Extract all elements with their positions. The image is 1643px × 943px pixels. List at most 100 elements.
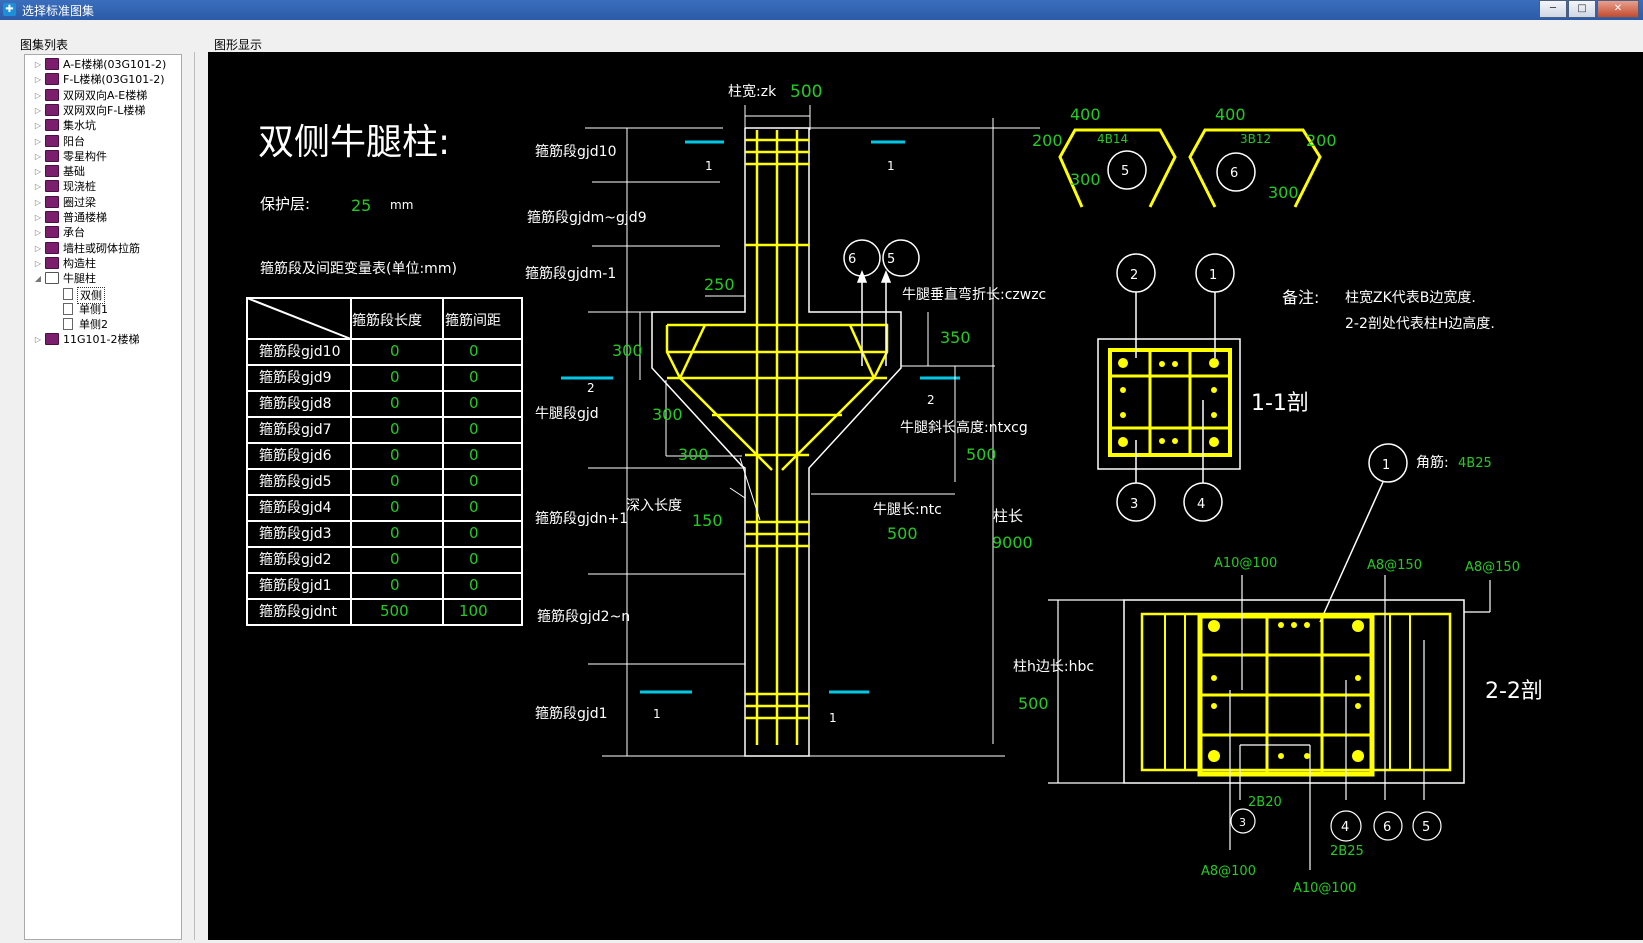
collapsed-arrow-icon[interactable]: ▷ bbox=[34, 105, 42, 115]
collapsed-arrow-icon[interactable]: ▷ bbox=[34, 167, 42, 177]
book-icon bbox=[45, 226, 59, 239]
dim-350: 350 bbox=[940, 328, 971, 347]
table-row-length: 0 bbox=[390, 576, 400, 594]
tree-item-label: 集水坑 bbox=[63, 119, 96, 133]
rebar-a8-150-b: A8@150 bbox=[1465, 560, 1520, 575]
document-icon bbox=[63, 287, 73, 300]
close-button[interactable]: ✕ bbox=[1597, 0, 1639, 18]
tree-item-label: 现浇桩 bbox=[63, 180, 96, 194]
collapsed-arrow-icon[interactable]: ▷ bbox=[34, 182, 42, 192]
seg-nt-gjd: 牛腿段gjd bbox=[535, 406, 599, 422]
collapsed-arrow-icon[interactable]: ▷ bbox=[34, 90, 42, 100]
collapsed-arrow-icon[interactable]: ▷ bbox=[34, 75, 42, 85]
book-icon bbox=[45, 103, 59, 116]
rebar-2b20: 2B20 bbox=[1248, 795, 1282, 810]
maximize-button[interactable]: □ bbox=[1568, 0, 1596, 18]
tree-item-label: 双网双向A-E楼梯 bbox=[63, 88, 148, 102]
dim-150: 150 bbox=[692, 511, 723, 530]
book-icon bbox=[45, 73, 59, 86]
hook-shapes bbox=[1058, 128, 1322, 208]
hook-right-top: 400 bbox=[1215, 105, 1246, 124]
bubbles-65 bbox=[843, 239, 920, 366]
expanded-arrow-icon[interactable]: ◢ bbox=[34, 274, 42, 284]
collapsed-arrow-icon[interactable]: ▷ bbox=[34, 197, 42, 207]
book-icon bbox=[45, 180, 59, 193]
s22-bubble-6: 6 bbox=[1383, 820, 1391, 835]
tree-item-label: 牛腿柱 bbox=[63, 272, 96, 286]
collapsed-arrow-icon[interactable]: ▷ bbox=[34, 335, 42, 345]
collapsed-arrow-icon[interactable]: ▷ bbox=[34, 151, 42, 161]
header-spacing: 箍筋间距 bbox=[445, 312, 501, 329]
corner-bar-bubble bbox=[1368, 443, 1408, 483]
table-row-spacing: 0 bbox=[469, 576, 479, 594]
bubble-6-text: 6 bbox=[848, 252, 856, 267]
table-title: 箍筋段及间距变量表(单位:mm) bbox=[260, 260, 457, 277]
tree-item-label: 承台 bbox=[63, 226, 85, 240]
collapsed-arrow-icon[interactable]: ▷ bbox=[34, 243, 42, 253]
ntc-value: 500 bbox=[887, 524, 918, 543]
table-row-name: 箍筋段gjd8 bbox=[259, 395, 332, 412]
table-row-length: 500 bbox=[380, 602, 409, 620]
seg-gjd1: 箍筋段gjd1 bbox=[535, 705, 608, 722]
table-row-spacing: 0 bbox=[469, 550, 479, 568]
tree-item-label: 双侧 bbox=[77, 286, 105, 304]
left-dimensions bbox=[585, 127, 1005, 757]
tree-item-label: F-L楼梯(03G101-2) bbox=[63, 73, 165, 87]
table-row-spacing: 0 bbox=[469, 342, 479, 360]
table-row-spacing: 0 bbox=[469, 524, 479, 542]
hook-right-bar: 3B12 bbox=[1240, 132, 1271, 146]
seg-gjdm-gjd9: 箍筋段gjdm~gjd9 bbox=[527, 209, 647, 226]
collapsed-arrow-icon[interactable]: ▷ bbox=[34, 258, 42, 268]
cover-unit: mm bbox=[390, 198, 413, 212]
section-1-1-title: 1-1剖 bbox=[1251, 391, 1309, 416]
tree-item-label: 普通楼梯 bbox=[63, 211, 107, 224]
hook-left-bottom: 300 bbox=[1070, 170, 1101, 189]
minimize-button[interactable]: ─ bbox=[1539, 0, 1567, 18]
table-row-spacing: 0 bbox=[469, 394, 479, 412]
collapsed-arrow-icon[interactable]: ▷ bbox=[34, 228, 42, 238]
book-icon bbox=[45, 256, 59, 269]
hook-left-bubble bbox=[1107, 150, 1147, 190]
table-row-length: 0 bbox=[390, 524, 400, 542]
table-row-spacing: 100 bbox=[459, 602, 488, 620]
splitter[interactable] bbox=[194, 52, 209, 940]
tree-item-label: 11G101-2楼梯 bbox=[63, 333, 140, 347]
tree-panel-title: 图集列表 bbox=[20, 38, 69, 52]
collapsed-arrow-icon[interactable]: ▷ bbox=[34, 213, 42, 222]
table-row-name: 箍筋段gjd2 bbox=[259, 551, 332, 568]
seg-gjdm-1: 箍筋段gjdm-1 bbox=[525, 265, 616, 282]
section-2-2-title: 2-2剖 bbox=[1485, 679, 1543, 704]
table-row-length: 0 bbox=[390, 472, 400, 490]
col-width-label: 柱宽:zk bbox=[728, 83, 777, 100]
section-2-2 bbox=[1048, 575, 1491, 870]
table-row-length: 0 bbox=[390, 342, 400, 360]
collapsed-arrow-icon[interactable]: ▷ bbox=[34, 136, 42, 146]
atlas-tree[interactable]: ▷A-E楼梯(03G101-2)▷F-L楼梯(03G101-2)▷双网双向A-E… bbox=[24, 54, 182, 940]
corner-bar-label: 角筋: bbox=[1416, 454, 1449, 471]
collapsed-arrow-icon[interactable]: ▷ bbox=[34, 121, 42, 131]
table-row-length: 0 bbox=[390, 420, 400, 438]
col-len-label: 柱长 bbox=[993, 507, 1023, 525]
table-row-name: 箍筋段gjd5 bbox=[259, 473, 332, 490]
tree-item-label: 单侧2 bbox=[79, 318, 108, 332]
collapsed-arrow-icon[interactable]: ▷ bbox=[34, 60, 42, 69]
depth-label: 深入长度 bbox=[626, 498, 682, 514]
window-title: 选择标准图集 bbox=[22, 4, 95, 18]
hook-right-bottom: 300 bbox=[1268, 183, 1299, 202]
book-icon bbox=[45, 333, 59, 346]
table-row-length: 0 bbox=[390, 498, 400, 516]
book-icon bbox=[45, 241, 59, 254]
table-row-name: 箍筋段gjd9 bbox=[259, 369, 332, 386]
tree-item-label: 基础 bbox=[63, 165, 85, 179]
drawing-svg: 双侧牛腿柱: 保护层: 25 mm 箍筋段及间距变量表(单位:mm) 箍筋段长度… bbox=[246, 82, 1543, 896]
hbc-value: 500 bbox=[1018, 694, 1049, 713]
table-row-name: 箍筋段gjd6 bbox=[259, 447, 332, 464]
book-icon bbox=[45, 195, 59, 208]
corner-bar-value: 4B25 bbox=[1458, 456, 1492, 471]
tree-item-label: 圈过梁 bbox=[63, 195, 96, 209]
drawing-canvas: 双侧牛腿柱: 保护层: 25 mm 箍筋段及间距变量表(单位:mm) 箍筋段长度… bbox=[208, 52, 1643, 940]
book-icon bbox=[45, 88, 59, 101]
rebar-a10-100-top: A10@100 bbox=[1214, 556, 1277, 571]
book-icon bbox=[45, 149, 59, 162]
drawing-title: 双侧牛腿柱: bbox=[258, 122, 450, 163]
